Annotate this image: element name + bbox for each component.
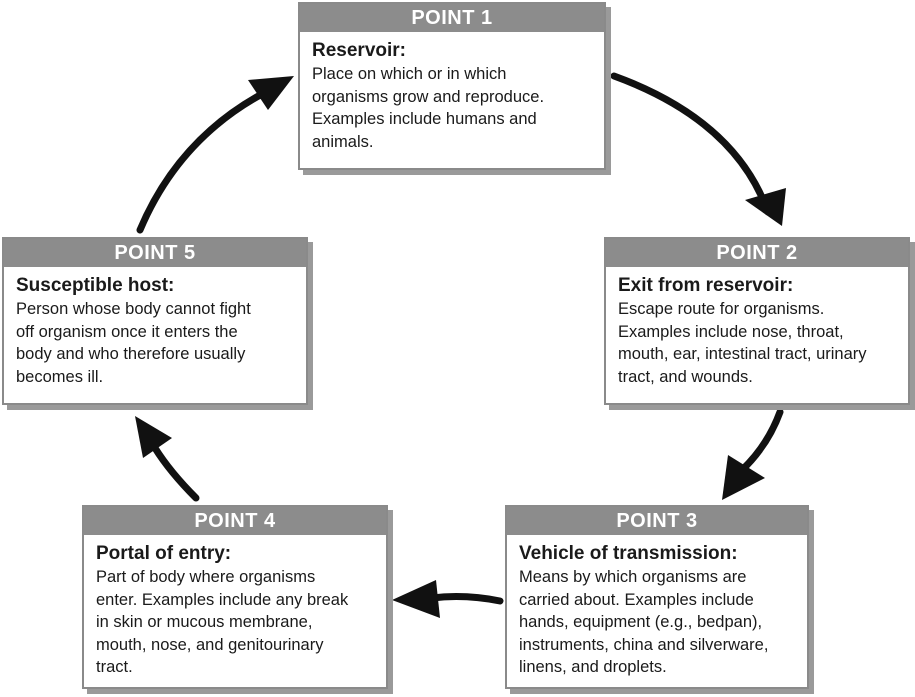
point-3-body: Vehicle of transmission: Means by which …: [507, 535, 807, 687]
point-1-body: Reservoir: Place on which or in which or…: [300, 32, 604, 161]
point-4-line: mouth, nose, and genitourinary: [96, 635, 324, 654]
point-5-line: off organism once it enters the: [16, 322, 238, 341]
point-4-line: in skin or mucous membrane,: [96, 613, 313, 631]
point-5-line: Person whose body cannot fight: [16, 300, 251, 318]
arrow-point2-to-point3: [722, 408, 784, 500]
point-5-box: POINT 5 Susceptible host: Person whose b…: [2, 237, 308, 405]
point-4-box: POINT 4 Portal of entry: Part of body wh…: [82, 505, 388, 689]
point-1-box: POINT 1 Reservoir: Place on which or in …: [298, 2, 606, 170]
point-3-title: Vehicle of transmission:: [519, 543, 738, 564]
point-4-line: tract.: [96, 658, 133, 676]
point-5-line: becomes ill.: [16, 367, 104, 386]
point-4-description: Part of body where organisms enter. Exam…: [96, 566, 374, 679]
point-5-header: POINT 5: [4, 239, 306, 267]
point-5-line: body and who therefore usually: [16, 345, 246, 363]
point-1-description: Place on which or in which organisms gro…: [312, 63, 592, 153]
arrow-point1-to-point2: [610, 72, 786, 226]
arrow-point5-to-point1: [136, 76, 294, 234]
point-2-title: Exit from reservoir:: [618, 275, 794, 296]
point-5-body: Susceptible host: Person whose body cann…: [4, 267, 306, 396]
arrow-point3-to-point4: [392, 580, 504, 618]
point-1-line: animals.: [312, 132, 374, 151]
point-2-description: Escape route for organisms. Examples inc…: [618, 298, 896, 388]
point-2-line: tract, and wounds.: [618, 367, 753, 386]
point-1-header: POINT 1: [300, 4, 604, 32]
point-2-box: POINT 2 Exit from reservoir: Escape rout…: [604, 237, 910, 405]
point-3-description: Means by which organisms are carried abo…: [519, 566, 795, 679]
point-2-line: Examples include nose, throat,: [618, 322, 844, 341]
point-5-description: Person whose body cannot fight off organ…: [16, 298, 294, 388]
point-1-title: Reservoir:: [312, 40, 406, 61]
point-4-title: Portal of entry:: [96, 543, 232, 564]
arrow-point4-to-point5: [135, 416, 200, 502]
point-3-line: instruments, china and silverware,: [519, 635, 769, 654]
point-3-line: hands, equipment (e.g., bedpan),: [519, 613, 763, 631]
point-3-line: Means by which organisms are: [519, 568, 747, 586]
point-2-body: Exit from reservoir: Escape route for or…: [606, 267, 908, 396]
point-2-line: Escape route for organisms.: [618, 300, 825, 318]
point-1-line: Place on which or in which: [312, 65, 507, 83]
point-4-header: POINT 4: [84, 507, 386, 535]
point-3-line: carried about. Examples include: [519, 590, 754, 609]
point-2-line: mouth, ear, intestinal tract, urinary: [618, 345, 867, 363]
point-1-line: Examples include humans and: [312, 110, 537, 128]
point-3-line: linens, and droplets.: [519, 658, 667, 676]
point-5-title: Susceptible host:: [16, 275, 175, 296]
point-4-line: Part of body where organisms: [96, 568, 316, 586]
point-4-line: enter. Examples include any break: [96, 590, 349, 609]
point-3-header: POINT 3: [507, 507, 807, 535]
point-2-header: POINT 2: [606, 239, 908, 267]
point-1-line: organisms grow and reproduce.: [312, 87, 545, 106]
point-4-body: Portal of entry: Part of body where orga…: [84, 535, 386, 687]
point-3-box: POINT 3 Vehicle of transmission: Means b…: [505, 505, 809, 689]
